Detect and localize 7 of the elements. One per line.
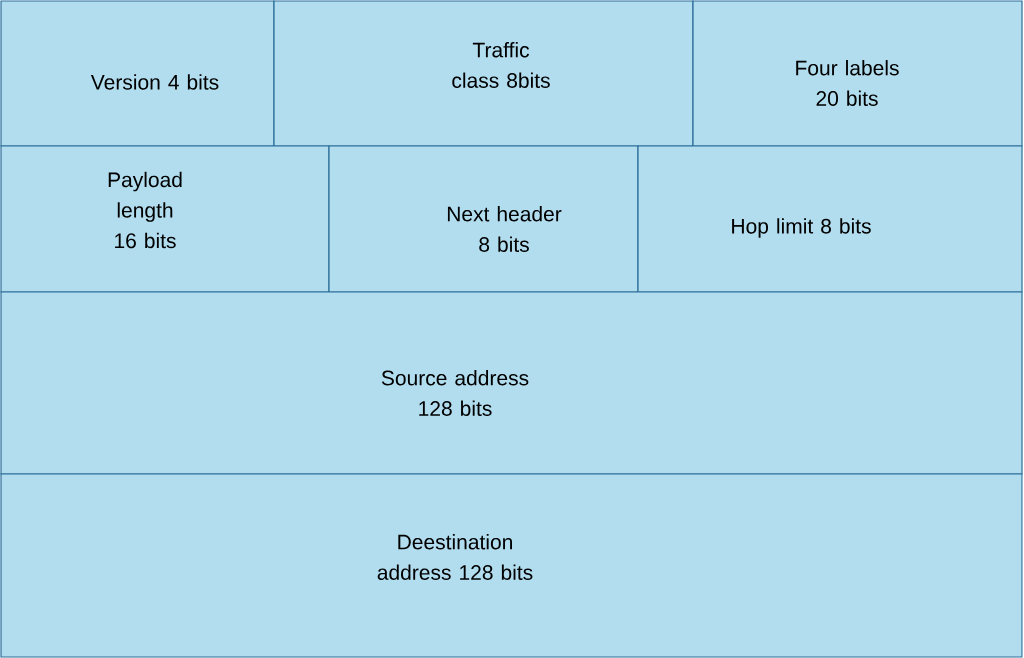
header-field-box: Deestination address 128 bits (0, 473, 1023, 658)
header-field-box: Version 4 bits (0, 0, 275, 147)
header-field-box: Payload length 16 bits (0, 145, 330, 293)
header-field-box: Traffic class 8bits (273, 0, 694, 147)
header-field-box: Four labels 20 bits (692, 0, 1023, 147)
header-field-box: Hop limit 8 bits (637, 145, 1023, 293)
header-field-box: Next header 8 bits (328, 145, 639, 293)
